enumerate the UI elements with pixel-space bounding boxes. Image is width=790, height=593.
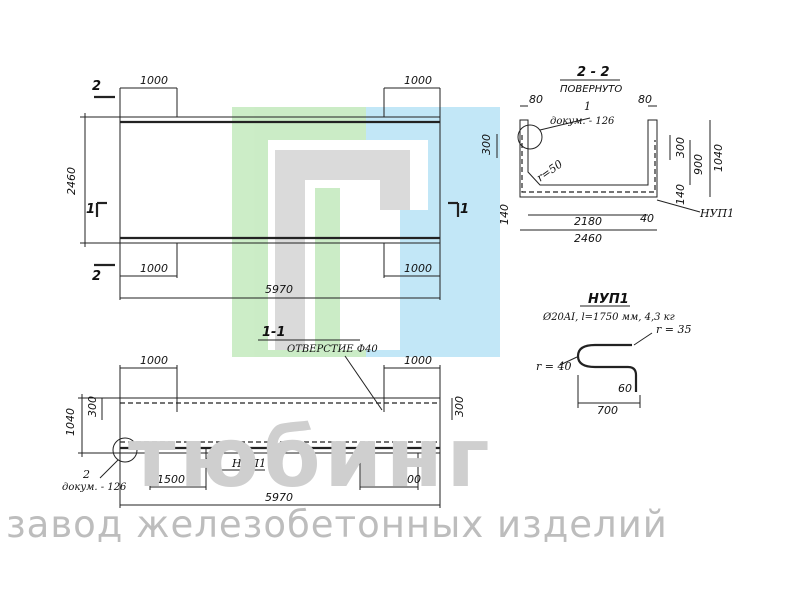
logo-green-stem xyxy=(315,188,340,350)
section-1-1-nup-label: НУП1 xyxy=(231,457,266,470)
section-1-1-dim-length: 5970 xyxy=(265,491,293,504)
plan-section-mark-bottom: 2 xyxy=(92,269,101,284)
section-2-2-dim-1040: 1040 xyxy=(712,144,725,172)
plan-dim-height: 2460 xyxy=(65,167,78,195)
section-1-1-callout-doc: докум. - 126 xyxy=(62,482,127,493)
nup-detail-r-left: r = 40 xyxy=(536,360,571,373)
section-1-1-body xyxy=(119,397,441,454)
plan-outline xyxy=(119,116,441,244)
nup-detail-dim-60: 60 xyxy=(618,382,632,395)
watermark-tagline: завод железобетонных изделий xyxy=(6,503,668,546)
section-2-2-callout-doc: докум. - 126 xyxy=(550,116,615,127)
logo-gray-right xyxy=(380,150,410,210)
section-1-1-callout-number: 2 xyxy=(82,468,90,481)
section-2-2-callout-number: 1 xyxy=(584,100,591,113)
section-1-1-hole-label: ОТВЕРСТИЕ Ф40 xyxy=(287,344,378,355)
plan-dim-bottom-left: 1000 xyxy=(140,262,168,275)
plan-dim-top-left: 1000 xyxy=(140,74,168,87)
section-2-2: 2 - 2 ПОВЕРНУТО 80 80 1 докум. - 126 300… xyxy=(480,65,734,245)
nup-detail-spec: Ø20AI, l=1750 мм, 4,3 кг xyxy=(542,312,675,323)
section-1-1-dim-top-right: 1000 xyxy=(404,354,432,367)
section-2-2-dim-right-300: 300 xyxy=(674,137,687,158)
u-profile xyxy=(519,119,658,198)
section-2-2-dim-140-right: 140 xyxy=(674,184,687,205)
u-rebar xyxy=(521,135,656,193)
section-2-2-radius: r=50 xyxy=(534,157,565,184)
plan-dim-length: 5970 xyxy=(265,283,293,296)
section-2-2-dim-left-300: 300 xyxy=(480,134,493,155)
nup-bar-shape xyxy=(576,343,638,392)
section-1-1-title: 1-1 xyxy=(262,325,286,340)
section-1-1-dim-300-left: 300 xyxy=(86,396,99,417)
section-1-1-dim-1040: 1040 xyxy=(64,408,77,436)
watermark-brand: тюбинг xyxy=(128,411,493,506)
watermark-logo xyxy=(232,107,500,357)
plan-view: 1000 1000 2 2 2460 1 1 1000 1000 5970 xyxy=(65,74,469,300)
section-2-2-nup-label: НУП1 xyxy=(699,207,734,220)
section-1-1: 1-1 ОТВЕРСТИЕ Ф40 1000 1000 1040 300 300… xyxy=(62,325,466,508)
section-2-2-dim-2460: 2460 xyxy=(574,232,602,245)
section-1-1-dim-1500-right: 1500 xyxy=(393,473,421,486)
plan-section-mark-left: 1 xyxy=(86,202,95,217)
nup-detail-r-top: r = 35 xyxy=(656,323,691,336)
plan-dim-bottom-right: 1000 xyxy=(404,262,432,275)
section-2-2-dim-2180: 2180 xyxy=(574,215,602,228)
callout-circle-2 xyxy=(112,437,138,463)
plan-section-mark-right: 1 xyxy=(460,202,469,217)
plan-dim-top-right: 1000 xyxy=(404,74,432,87)
section-1-1-dim-300-right: 300 xyxy=(453,396,466,417)
section-2-2-dim-900: 900 xyxy=(692,154,705,175)
section-1-1-dim-top-left: 1000 xyxy=(140,354,168,367)
logo-gray-left xyxy=(275,150,305,350)
nup-detail-dim-700: 700 xyxy=(597,404,618,417)
section-2-2-dim-140-left: 140 xyxy=(498,204,511,225)
section-2-2-dim-left-wall: 80 xyxy=(529,93,543,106)
section-2-2-title: 2 - 2 xyxy=(577,65,610,80)
section-2-2-dim-right-wall: 80 xyxy=(638,93,652,106)
callout-circle-1 xyxy=(517,124,543,150)
nup-detail: НУП1 Ø20AI, l=1750 мм, 4,3 кг r = 35 r =… xyxy=(536,292,691,417)
logo-blue-stem xyxy=(400,210,428,350)
section-2-2-dim-40: 40 xyxy=(640,212,654,225)
section-2-2-subtitle: ПОВЕРНУТО xyxy=(560,84,622,95)
nup-detail-title: НУП1 xyxy=(588,292,629,307)
section-1-1-dim-1500-left: 1500 xyxy=(157,473,185,486)
plan-section-mark-top: 2 xyxy=(92,79,101,94)
